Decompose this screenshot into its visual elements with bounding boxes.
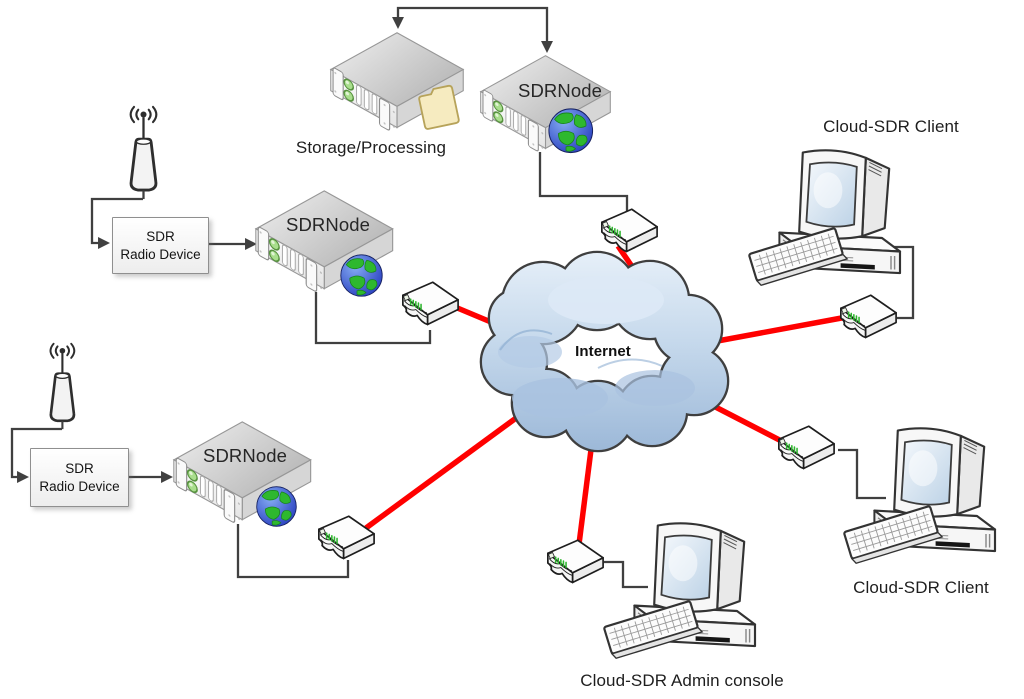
antenna-icon: [129, 105, 158, 201]
wire-lines: [10, 6, 915, 589]
wire-sdrnode-bottom-to-router: [236, 524, 350, 579]
admin-console-label: Cloud-SDR Admin console: [580, 671, 784, 690]
desktop-computer-icon: [602, 522, 757, 661]
antenna-icon: [49, 342, 76, 430]
client-top-label: Cloud-SDR Client: [823, 117, 959, 136]
modem-router-icon: [778, 425, 835, 470]
sdr-radio-device-line2: Radio Device: [39, 478, 120, 494]
sdr-radio-device-line1: SDR: [146, 228, 175, 244]
sdrnode-top-label: SDRNode: [518, 80, 602, 101]
storage-processing-label: Storage/Processing: [295, 138, 447, 157]
wire-sdrnode-mid-to-router: [314, 292, 432, 345]
desktop-computer-icon: [747, 149, 902, 288]
globe-icon: [340, 254, 383, 297]
wire-storage-sdrnode-connector: [392, 6, 553, 53]
sdrnode-mid-label: SDRNode: [286, 214, 370, 235]
modem-router-icon: [402, 281, 459, 326]
sdrnode-bottom-label: SDRNode: [203, 445, 287, 466]
desktop-computer-icon: [842, 427, 997, 566]
sdr-radio-device-line1: SDR: [65, 460, 94, 476]
wire-client-top-to-router: [885, 245, 915, 320]
modem-router-icon: [547, 539, 604, 584]
wire-antenna-to-radio-bottom: [10, 427, 62, 483]
client-bottom-label: Cloud-SDR Client: [853, 578, 989, 597]
sdr-radio-device-box-bottom: SDR Radio Device: [30, 448, 129, 507]
red-link: [364, 407, 529, 531]
folder-icon: [418, 84, 460, 130]
red-link: [575, 433, 596, 553]
wire-antenna-to-radio-top: [90, 197, 143, 249]
modem-router-icon: [318, 515, 375, 560]
sdr-radio-device-box-top: SDR Radio Device: [112, 217, 209, 274]
modem-router-icon: [601, 208, 658, 253]
wire-sdrnode-topmost-to-router: [538, 152, 629, 214]
globe-icon: [548, 108, 594, 154]
sdr-radio-device-line2: Radio Device: [120, 246, 201, 262]
wire-admin-to-router: [604, 560, 648, 589]
internet-cloud: [482, 253, 727, 450]
globe-icon: [256, 486, 297, 527]
wire-client-bottom-to-router: [838, 448, 886, 500]
modem-router-icon: [840, 294, 897, 339]
red-link: [711, 314, 848, 345]
internet-label: Internet: [575, 343, 631, 360]
